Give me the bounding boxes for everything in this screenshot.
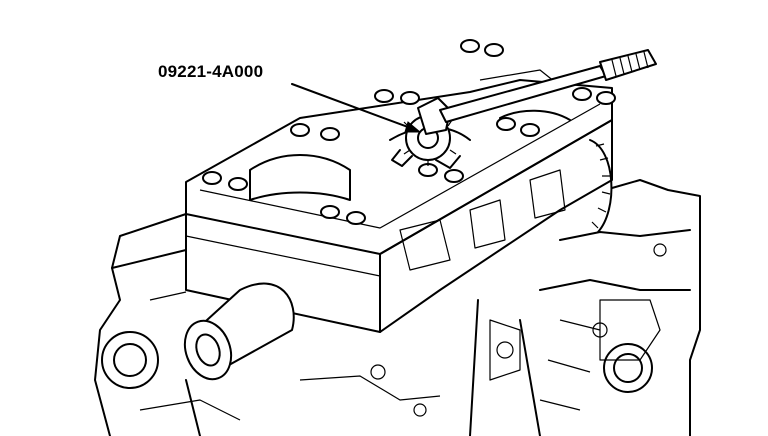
engine-block-front	[94, 213, 441, 436]
crankshaft-nose	[183, 282, 295, 381]
tool-part-number-label: 09221-4A000	[158, 62, 264, 81]
engine-block-rear	[469, 179, 701, 436]
leader-arrow	[291, 83, 422, 133]
special-tool	[391, 49, 657, 169]
beam-bolts	[202, 39, 616, 225]
